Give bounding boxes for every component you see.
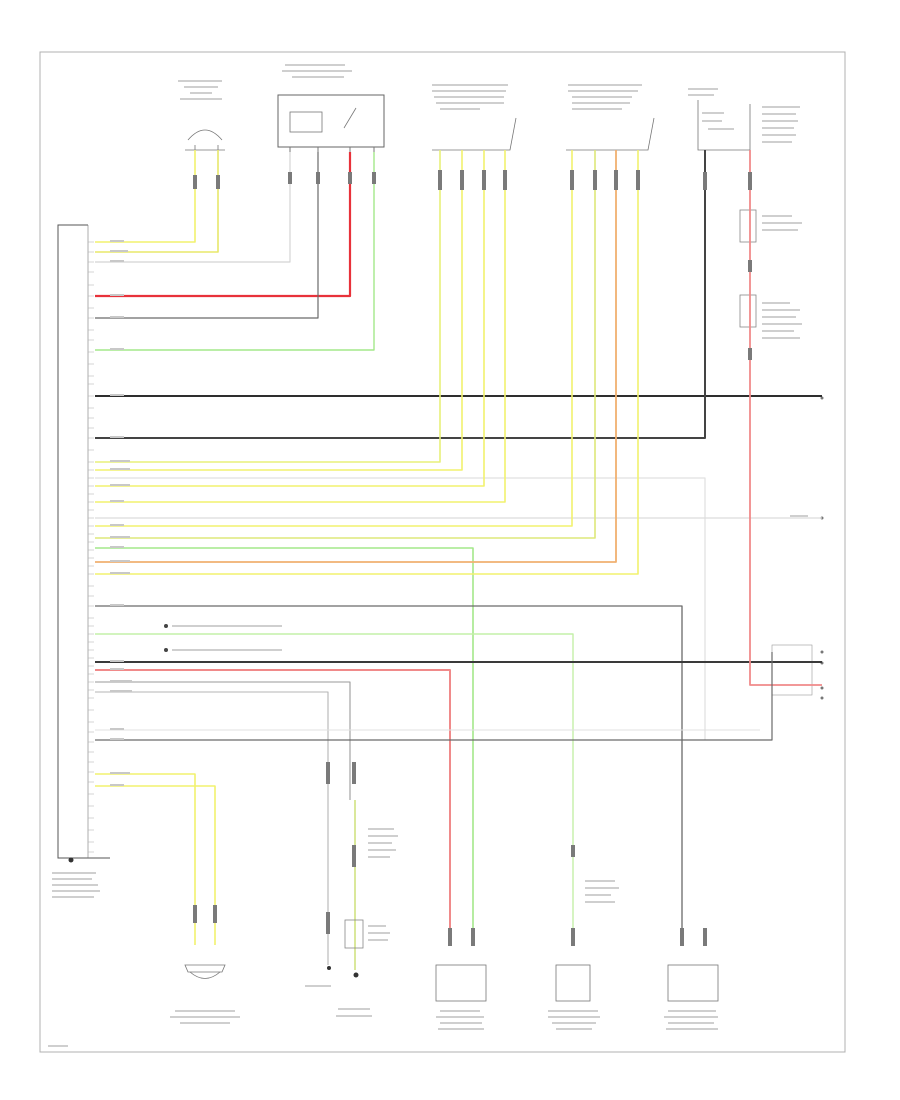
airbag-control-module [52, 224, 110, 898]
wire-yellow-7 [95, 150, 573, 527]
wire-yellow-3 [95, 150, 441, 463]
control-module-outline [57, 224, 110, 859]
ground-dot [68, 857, 74, 863]
wire-green-1 [95, 152, 375, 351]
wire-yellow-4 [95, 150, 463, 471]
bottom-left-sensor [170, 964, 240, 1024]
top-center-sensor-a [432, 84, 517, 151]
wire-gray-1 [95, 152, 319, 319]
wire-gray-3 [95, 681, 351, 800]
wire-pink-1 [749, 150, 822, 686]
bottom-sensor-box-3 [664, 964, 719, 1030]
wire-yellow-11 [95, 785, 216, 945]
wire-orange-1 [95, 150, 617, 563]
control-module-pin-ticks [88, 241, 94, 853]
wire-white-2 [95, 477, 706, 740]
bottom-center-fuse [305, 828, 398, 1017]
wire-yellow-2 [95, 150, 219, 253]
wire-black-2 [95, 150, 706, 439]
wire-white-1 [95, 152, 291, 263]
wire-yellow-9 [95, 150, 639, 575]
right-fuse-2 [739, 294, 802, 339]
wire-red-2 [95, 669, 451, 940]
bottom-sensor-box-1 [435, 964, 487, 1030]
arrow-labels [172, 625, 282, 651]
wire-yellow-8 [95, 150, 596, 539]
top-switch-module [277, 64, 385, 152]
wire-gray-2 [95, 605, 683, 940]
wire-yellow-6 [95, 150, 506, 503]
wire-gray-5 [95, 652, 773, 741]
top-center-sensor-b [566, 84, 655, 151]
top-left-component [178, 80, 225, 151]
wire-harness [95, 150, 822, 970]
wire-yellow-5 [95, 150, 485, 487]
right-edge-terminals [771, 395, 824, 700]
bottom-sensor-box-2 [548, 880, 619, 1030]
diagram-border [39, 51, 846, 1053]
wire-color-tags [110, 240, 132, 786]
wire-gray-4 [95, 691, 329, 800]
switch-module-box [277, 94, 385, 148]
wire-yellow-10 [95, 773, 196, 945]
wire-yellow-1 [95, 150, 196, 243]
top-right-fuse-block [688, 88, 800, 151]
right-fuse-1 [739, 209, 802, 243]
footer-code [48, 1045, 68, 1047]
connector-pins [193, 170, 752, 946]
wire-red-1 [95, 152, 352, 298]
wire-arrow-markers [164, 624, 168, 652]
wire-green-2 [95, 547, 474, 940]
control-module-caption [52, 872, 100, 898]
wire-light-green-1 [95, 633, 574, 940]
